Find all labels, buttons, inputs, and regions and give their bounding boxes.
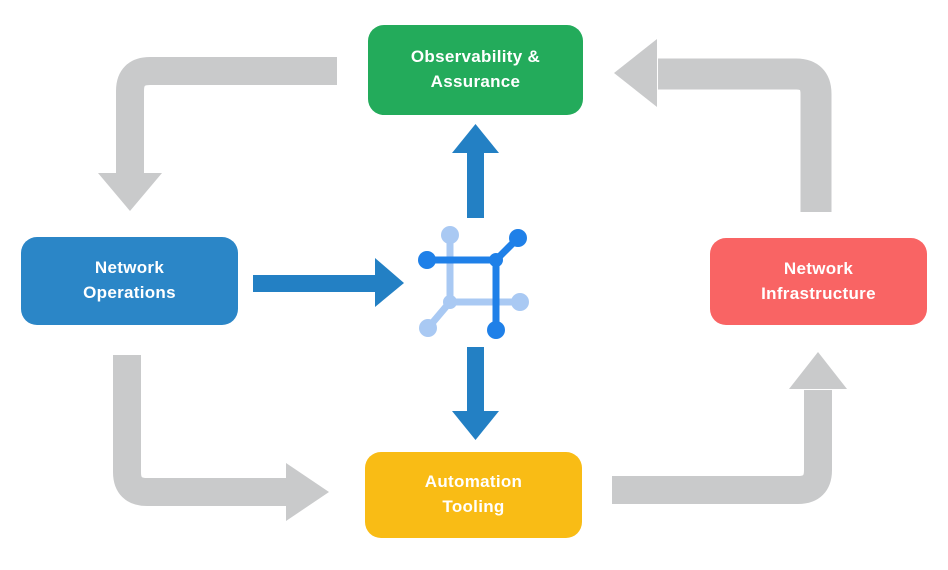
node-network-infrastructure: Network Infrastructure xyxy=(710,238,927,325)
arrow-operations-to-center xyxy=(253,258,404,307)
node-label-line: Observability & xyxy=(410,47,541,67)
node-observability-assurance: Observability & Assurance xyxy=(368,25,583,115)
arrow-infrastructure-to-observability xyxy=(614,39,832,212)
arrow-center-to-observability xyxy=(452,124,499,218)
icon-node-left xyxy=(418,251,436,269)
network-topology-icon xyxy=(418,226,529,339)
node-network-operations: Network Operations xyxy=(21,237,238,325)
node-automation-tooling: Automation Tooling xyxy=(365,452,582,538)
arrow-shaft xyxy=(113,355,287,506)
arrow-head xyxy=(286,463,329,521)
arrow-shaft xyxy=(467,347,484,412)
arrow-shaft xyxy=(658,58,832,212)
arrow-head xyxy=(452,124,499,153)
node-label-line: Assurance xyxy=(430,72,521,91)
arrow-head xyxy=(789,352,847,389)
arrow-head xyxy=(452,411,499,440)
node-label-line: Network xyxy=(783,258,854,278)
arrow-center-to-automation xyxy=(452,347,499,440)
arrow-head xyxy=(614,39,657,107)
icon-junction-light xyxy=(443,295,457,309)
icon-junction-bright xyxy=(489,253,503,267)
arrow-operations-to-automation xyxy=(113,355,329,521)
node-label-line: Automation xyxy=(424,472,523,492)
node-label-line: Operations xyxy=(83,283,176,302)
arrow-automation-to-infrastructure xyxy=(612,352,847,504)
icon-node-bottom-left xyxy=(419,319,437,337)
icon-node-bottom xyxy=(487,321,505,339)
arrow-shaft xyxy=(467,152,484,218)
icon-node-top xyxy=(441,226,459,244)
arrow-head xyxy=(98,173,162,211)
icon-node-right xyxy=(511,293,529,311)
arrow-shaft xyxy=(116,57,337,174)
node-label-line: Infrastructure xyxy=(761,283,876,303)
node-label-line: Tooling xyxy=(442,497,505,516)
arrow-shaft xyxy=(253,275,376,292)
arrow-head xyxy=(375,258,404,307)
icon-node-top-right xyxy=(509,229,527,247)
arrow-observability-to-operations xyxy=(98,57,337,211)
arrow-shaft xyxy=(612,390,832,504)
node-label-line: Network xyxy=(94,258,165,278)
